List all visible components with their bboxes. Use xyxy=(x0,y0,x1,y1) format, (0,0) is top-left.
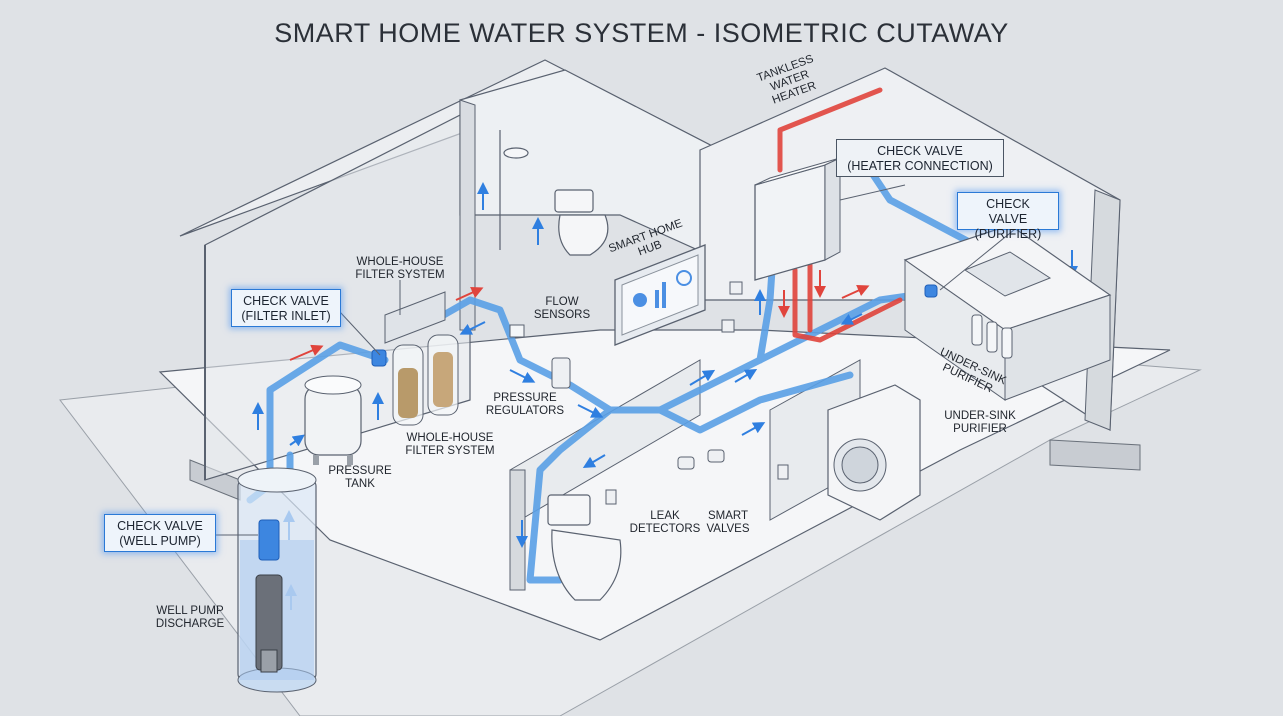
hot-water-pipes xyxy=(777,87,903,343)
smart-hub-panel xyxy=(614,244,706,346)
kitchen-counter xyxy=(903,224,1112,401)
bathroom-fixtures xyxy=(499,130,622,601)
callout-check-valve-filter-inlet: CHECK VALVE (FILTER INLET) xyxy=(231,289,341,327)
label-under-sink-purifier: UNDER-SINK PURIFIER xyxy=(944,410,1016,435)
callout-check-valve-purifier: CHECK VALVE (PURIFIER) xyxy=(957,192,1059,241)
label-smart-valves: SMART VALVES xyxy=(706,510,750,535)
label-leak-detectors: LEAK DETECTORS xyxy=(629,510,701,535)
label-whole-house-filter-top: WHOLE-HOUSE FILTER SYSTEM xyxy=(355,256,445,281)
diagram-title: SMART HOME WATER SYSTEM - ISOMETRIC CUTA… xyxy=(274,18,1009,48)
pressure-regulator xyxy=(509,324,571,389)
callout-check-valve-well-pump: CHECK VALVE (WELL PUMP) xyxy=(104,514,216,552)
label-pressure-regulators: PRESSURE REGULATORS xyxy=(485,392,565,417)
callout-check-valve-heater: CHECK VALVE (HEATER CONNECTION) xyxy=(836,139,1004,177)
label-flow-sensors: FLOW SENSORS xyxy=(533,296,591,321)
leak-detectors-and-valves xyxy=(605,281,789,505)
whole-house-filter xyxy=(371,291,459,426)
tankless-heater xyxy=(754,157,841,281)
pressure-tank xyxy=(304,375,362,465)
washing-machine xyxy=(827,384,921,521)
well-casing xyxy=(237,467,317,693)
label-pressure-tank: PRESSURE TANK xyxy=(328,465,392,490)
label-whole-house-filter-bottom: WHOLE-HOUSE FILTER SYSTEM xyxy=(405,432,495,457)
label-well-pump-discharge: WELL PUMP DISCHARGE xyxy=(155,605,225,630)
bathroom-walls xyxy=(459,69,721,331)
leader-lines xyxy=(215,184,1021,536)
